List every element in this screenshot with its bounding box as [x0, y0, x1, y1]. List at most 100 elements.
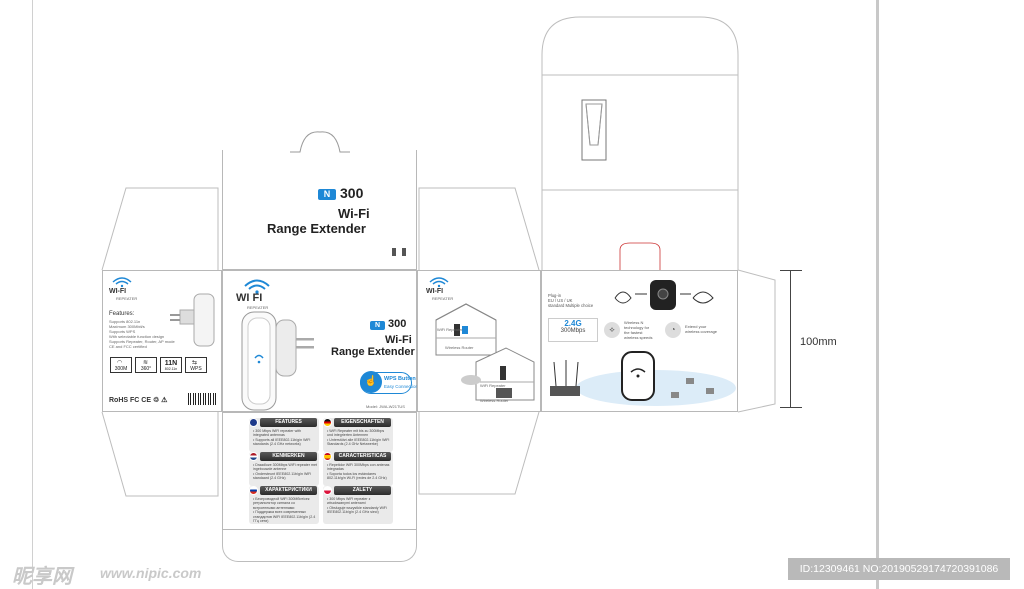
- tech-icon: ⟡: [604, 322, 620, 338]
- front-top-n-badge: N: [318, 189, 336, 200]
- barcode-icon: [188, 393, 216, 405]
- dimension-cap-bottom: [780, 407, 802, 408]
- stat-standard: 11N 802.11n: [160, 357, 182, 373]
- main-n-badge: N: [370, 321, 385, 330]
- main-logo-sub: REPEATER: [247, 305, 269, 310]
- front-top-icons: [392, 248, 396, 256]
- speed-icon: ◠: [117, 360, 123, 366]
- wps-title: WPS Button: [384, 376, 416, 382]
- wps-icon: ⇆: [192, 360, 198, 366]
- coverage-scene-illustration: [550, 351, 736, 406]
- section-text: • Repetidor WiFi 300Mbps con antenas int…: [327, 463, 390, 481]
- left-dust-flap: [101, 187, 219, 271]
- left-features-list: Supports 802.11n Maximum 300Mbit/s Suppo…: [109, 319, 179, 349]
- speed-unit: 300Mbps: [560, 328, 586, 334]
- tech-description: Wireless N technology for the fastest wi…: [624, 320, 653, 340]
- right-logo-text: WI-FI: [426, 288, 444, 295]
- section-text: • Draadloze 300Mbps WiFi repeater met in…: [253, 463, 317, 481]
- feature-section-ru: ХАРАКТЕРИСТИКИ • Беспроводной WiFi 300Мб…: [249, 486, 319, 524]
- main-logo-text: WI FI: [236, 292, 263, 304]
- section-text: • 300 Mbps WiFi repeater with integrated…: [253, 429, 311, 447]
- right-dust-flap-bottom: [418, 411, 540, 495]
- top-hang-tab: [290, 131, 350, 153]
- watermark-site-cn: 昵享网: [12, 566, 72, 588]
- de-flag-icon: [323, 418, 332, 427]
- stat-standard-value: 11N: [164, 360, 178, 367]
- front-top-title-line2: Range Extender: [267, 221, 366, 236]
- feature-item: CE and FCC certified: [109, 344, 147, 349]
- image-id-bar: ID:12309461 NO:20190529174720391086: [788, 558, 1010, 580]
- feature-item: Supports Repeater, Router, AP mode: [109, 339, 175, 344]
- stat-wps: ⇆ WPS: [185, 357, 207, 373]
- front-top-panel: [222, 150, 417, 270]
- certification-logos: RoHS FC CE ♲ ⚠: [109, 397, 168, 404]
- model-label: Model: JWA-W21TUS: [366, 404, 405, 409]
- left-wifi-logo-icon: [112, 277, 132, 288]
- ru-flag-icon: [249, 486, 258, 495]
- wifi-icon: ≋: [143, 360, 149, 366]
- feature-section-pl: ZALETY • 300 Mbps WiFi repeater z wbudow…: [323, 486, 393, 524]
- right-logo-sub: REPEATER: [432, 296, 454, 301]
- dimension-label: 100mm: [800, 336, 837, 348]
- feature-section-nl: KENMERKEN • Draadloze 300Mbps WiFi repea…: [249, 452, 319, 486]
- feature-section-de: EIGENSCHAFTEN • WiFi Repeater mit bis zu…: [323, 418, 393, 452]
- section-title: ХАРАКТЕРИСТИКИ: [260, 486, 317, 495]
- wps-sub: Easy Connection: [384, 384, 419, 389]
- right-border-line: [876, 0, 879, 589]
- nl-flag-icon: [249, 452, 258, 461]
- stat-speed-value: 300M: [114, 366, 128, 372]
- house-label-router: Wireless Router: [445, 345, 474, 350]
- house-label-repeater: WiFi Repeater: [437, 327, 463, 332]
- dimension-cap-top: [780, 270, 802, 271]
- section-text: • WiFi Repeater mit bis zu 300Mbps und i…: [327, 429, 390, 447]
- section-title: KENMERKEN: [260, 452, 317, 461]
- feature-item: With selectable function design: [109, 334, 165, 339]
- plug-description: Plug-in EU / US / UK standard Multiple c…: [548, 293, 594, 308]
- stat-coverage: ≋ 360°: [135, 357, 157, 373]
- extend-icon: ◔: [665, 322, 681, 338]
- front-top-title-line1: Wi-Fi: [338, 206, 370, 221]
- left-border-line: [32, 0, 33, 589]
- main-model-number: 300: [388, 318, 407, 330]
- feature-item: Supports 802.11n: [109, 319, 141, 324]
- section-title: CARACTERISTICAS: [334, 452, 391, 461]
- left-logo-sub: REPEATER: [116, 296, 138, 301]
- section-text: • 300 Mbps WiFi repeater z wbudowanymi a…: [327, 497, 387, 515]
- repeater-device-image: [241, 311, 314, 411]
- pl-flag-icon: [323, 486, 332, 495]
- front-top-model-number: 300: [340, 185, 364, 201]
- right-dust-flap-top: [418, 187, 540, 271]
- watermark-site-url: www.nipic.com: [100, 565, 202, 581]
- left-dust-flap-bottom: [101, 411, 219, 497]
- feature-section-en: FEATURES • 300 Mbps WiFi repeater with i…: [249, 418, 319, 452]
- section-text: • Беспроводной WiFi 300Мбит/сек ретрансл…: [253, 497, 316, 524]
- bottom-flap-tab: [222, 530, 417, 562]
- section-title: FEATURES: [260, 418, 317, 427]
- left-features-title: Features:: [109, 311, 135, 317]
- main-wifi-logo-icon: [244, 279, 270, 294]
- device-side-view-image: [170, 293, 215, 347]
- house-label-router-2: Wireless Router: [480, 398, 509, 403]
- main-title-line2: Range Extender: [331, 346, 415, 358]
- extend-description: Extend your wireless coverage: [685, 324, 718, 334]
- section-title: ZALETY: [334, 486, 391, 495]
- speed-badge: 2.4G 300Mbps: [548, 318, 598, 342]
- top-tuck-flap: [541, 16, 739, 270]
- section-title: EIGENSCHAFTEN: [334, 418, 391, 427]
- stat-speed: ◠ 300M: [110, 357, 132, 373]
- right-wifi-logo-icon: [429, 277, 449, 288]
- plug-device-illustration: [614, 280, 714, 310]
- es-flag-icon: [323, 452, 332, 461]
- right-end-flap: [737, 269, 776, 413]
- stat-standard-sub: 802.11n: [164, 367, 178, 371]
- house-illustration-image: [435, 303, 535, 401]
- stat-wps-value: WPS: [190, 366, 202, 372]
- front-top-icons-2: [402, 248, 406, 256]
- uk-flag-icon: [249, 418, 258, 427]
- main-title-line1: Wi-Fi: [385, 334, 412, 346]
- left-logo-text: WI-FI: [109, 288, 127, 295]
- feature-item: Supports WPS: [109, 329, 136, 334]
- speed-value: 2.4G: [564, 319, 582, 328]
- feature-section-es: CARACTERISTICAS • Repetidor WiFi 300Mbps…: [323, 452, 393, 486]
- dimension-line: [790, 270, 791, 408]
